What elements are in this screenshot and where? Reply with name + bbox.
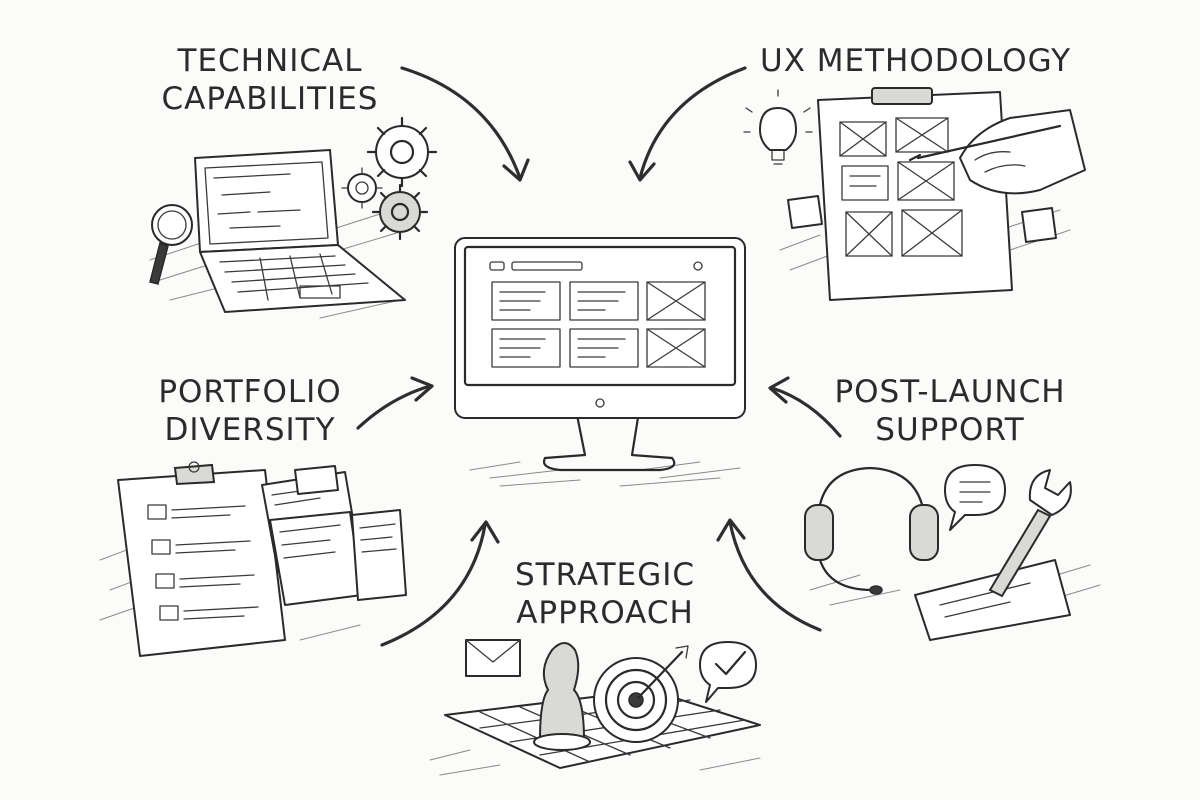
chat-bubble-icon bbox=[944, 464, 1006, 531]
label-ux-methodology: UX METHODOLOGY bbox=[760, 42, 1070, 80]
arrow-postlaunch-to-center bbox=[768, 376, 842, 438]
arrow-ux-to-center bbox=[628, 66, 747, 182]
label-strategic-approach: STRATEGIC APPROACH bbox=[500, 556, 710, 632]
arrow-portfolio-to-center bbox=[356, 376, 434, 430]
hand-pen-icon bbox=[908, 109, 1086, 195]
chat-check-icon bbox=[699, 641, 757, 703]
label-technical-capabilities: TECHNICAL CAPABILITIES bbox=[150, 42, 390, 118]
label-post-launch-support-line-2: SUPPORT bbox=[875, 412, 1025, 448]
label-post-launch-support-line-1: POST-LAUNCH bbox=[834, 374, 1066, 410]
label-portfolio-diversity: PORTFOLIO DIVERSITY bbox=[135, 373, 365, 449]
arrow-portfolio-bottom-to-center bbox=[380, 520, 500, 647]
envelope-icon bbox=[465, 639, 521, 677]
lightbulb-icon bbox=[743, 89, 813, 165]
laptop-icon bbox=[149, 149, 406, 319]
chessboard-icon bbox=[429, 689, 761, 776]
clipboard-wireframe-icon bbox=[779, 87, 1071, 301]
label-strategic-approach-line-2: APPROACH bbox=[516, 595, 694, 631]
documents-stack-icon bbox=[261, 465, 407, 606]
label-strategic-approach-line-1: STRATEGIC bbox=[514, 557, 696, 593]
wrench-icon bbox=[914, 469, 1072, 641]
clipboard-icon bbox=[99, 461, 361, 657]
monitor-icon bbox=[454, 237, 746, 487]
label-ux-methodology-line-1: UX METHODOLOGY bbox=[760, 43, 1072, 79]
label-portfolio-diversity-line-2: DIVERSITY bbox=[164, 412, 336, 448]
chess-knight-icon bbox=[533, 642, 591, 751]
label-technical-capabilities-line-1: TECHNICAL bbox=[177, 43, 363, 79]
label-post-launch-support: POST-LAUNCH SUPPORT bbox=[815, 373, 1085, 449]
magnifier-icon bbox=[149, 204, 193, 285]
arrow-postlaunch-bottom-to-center bbox=[716, 518, 822, 632]
label-technical-capabilities-line-2: CAPABILITIES bbox=[161, 81, 379, 117]
arrow-technical-to-center bbox=[400, 66, 530, 182]
headset-icon bbox=[804, 466, 1101, 606]
gears-icon bbox=[341, 116, 438, 241]
target-icon bbox=[593, 645, 689, 743]
label-portfolio-diversity-line-1: PORTFOLIO bbox=[158, 374, 342, 410]
